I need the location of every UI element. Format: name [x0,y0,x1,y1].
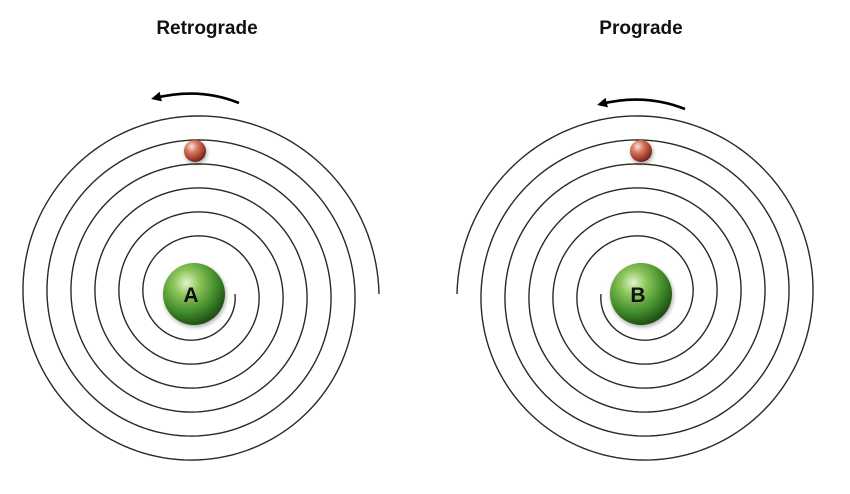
prograde-title: Prograde [599,18,683,39]
retrograde-spiral [22,115,380,461]
planet-b [610,263,672,325]
retrograde-orbit-arrow [151,91,240,105]
retrograde-panel: A [22,91,380,461]
planet-b-label: B [630,284,645,307]
retrograde-moon [184,140,206,162]
prograde-panel: B [456,97,814,461]
planet-a-label: A [183,284,198,307]
retrograde-title: Retrograde [156,18,258,39]
prograde-moon [630,140,652,162]
prograde-orbit-arrow [597,97,686,111]
planet-a [163,263,225,325]
prograde-spiral [456,115,814,461]
